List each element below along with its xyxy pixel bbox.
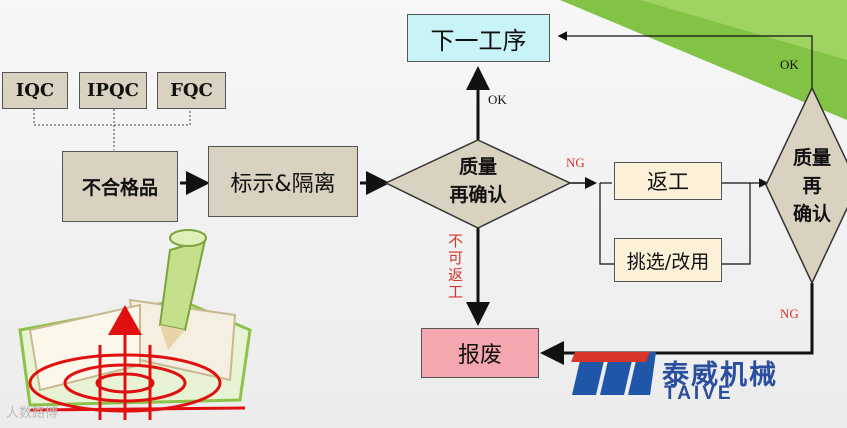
- diamond2-line2: 再: [802, 175, 822, 197]
- watermark-text: 人数路博: [6, 406, 59, 421]
- quality-reconfirm-text-1: 质量 再确认: [428, 153, 528, 209]
- quality-reconfirm-diamond-1: [384, 139, 572, 229]
- ng-label-bottom: NG: [780, 306, 799, 321]
- nonconforming-box: 不合格品: [62, 151, 178, 222]
- diamond1-line2: 再确认: [449, 184, 507, 206]
- ok-label-up: OK: [488, 92, 507, 107]
- rework-box: 返工: [614, 162, 722, 200]
- mark-isolate-box: 标示&隔离: [208, 146, 358, 217]
- qc-box-fqc: FQC: [157, 72, 226, 109]
- next-process-box: 下一工序: [407, 14, 550, 62]
- ok-label-top: OK: [780, 57, 799, 72]
- logo-chinese-text: 泰威机械: [662, 360, 778, 391]
- qc-box-ipqc: IPQC: [79, 72, 147, 109]
- select-modify-box: 挑选/改用: [614, 238, 722, 282]
- taive-logo-mark: [571, 352, 656, 395]
- book-illustration: [18, 298, 252, 407]
- red-arrow-swirl: [28, 318, 246, 420]
- qc-dotted-connectors: [33, 109, 191, 150]
- ng-label-right: NG: [566, 155, 585, 170]
- diamond1-line1: 质量: [458, 156, 497, 178]
- diamond2-line3: 确认: [792, 203, 831, 225]
- quality-reconfirm-diamond-2: [765, 86, 847, 285]
- red-arrow-head: [108, 305, 142, 335]
- qc-box-iqc: IQC: [2, 72, 68, 109]
- not-reworkable-label: 不可返工: [446, 233, 462, 301]
- logo-english-text: TAIVE: [664, 383, 734, 404]
- green-corner-highlight: [640, 0, 847, 60]
- scrap-box: 报废: [421, 328, 539, 378]
- diamond2-line1: 质量: [792, 147, 831, 169]
- quality-reconfirm-text-2: 质量 再 确认: [782, 144, 842, 228]
- pencil-illustration: [158, 229, 207, 350]
